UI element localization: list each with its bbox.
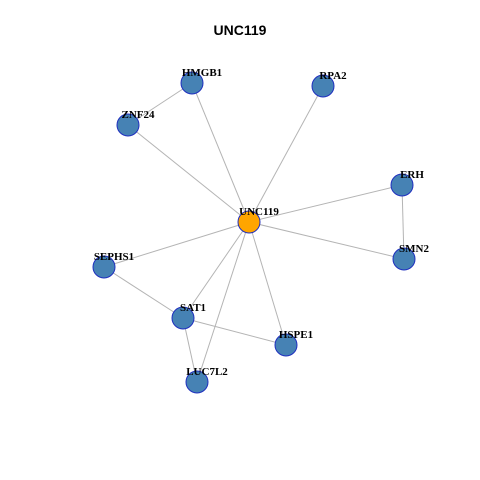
- node-label-rpa2: RPA2: [319, 70, 347, 82]
- node-circle-erh: [390, 173, 414, 197]
- node-rpa2: RPA2: [311, 70, 347, 98]
- edge-unc119-sephs1: [103, 221, 250, 268]
- node-circle-sat1: [171, 306, 195, 330]
- edge-sephs1-sat1: [103, 266, 184, 319]
- node-circle-znf24: [116, 113, 140, 137]
- node-label-hmgb1: HMGB1: [182, 67, 222, 79]
- edge-unc119-luc7l2: [196, 221, 250, 383]
- edge-unc119-znf24: [127, 124, 250, 223]
- edge-unc119-hmgb1: [191, 82, 250, 223]
- node-sat1: SAT1: [171, 302, 206, 330]
- node-label-znf24: ZNF24: [122, 109, 156, 121]
- node-sephs1: SEPHS1: [92, 251, 134, 279]
- edge-unc119-smn2: [248, 221, 405, 260]
- node-circle-hspe1: [274, 333, 298, 357]
- node-hmgb1: HMGB1: [180, 67, 222, 95]
- node-erh: ERH: [390, 169, 424, 197]
- node-label-unc119: UNC119: [239, 206, 279, 218]
- node-circle-luc7l2: [185, 370, 209, 394]
- node-circle-hmgb1: [180, 71, 204, 95]
- edges-layer: [103, 82, 405, 383]
- node-hspe1: HSPE1: [274, 329, 313, 357]
- node-label-hspe1: HSPE1: [279, 329, 313, 341]
- edge-hmgb1-znf24: [127, 82, 193, 126]
- edge-unc119-erh: [248, 184, 403, 223]
- node-luc7l2: LUC7L2: [185, 366, 228, 394]
- edge-unc119-hspe1: [248, 221, 287, 346]
- node-label-erh: ERH: [400, 169, 424, 181]
- node-label-luc7l2: LUC7L2: [186, 366, 228, 378]
- node-label-sat1: SAT1: [180, 302, 206, 314]
- edge-sat1-hspe1: [182, 317, 287, 346]
- node-circle-smn2: [392, 247, 416, 271]
- node-circle-sephs1: [92, 255, 116, 279]
- graph-title: UNC119: [214, 22, 267, 38]
- edge-unc119-rpa2: [248, 85, 324, 223]
- node-circle-unc119: [237, 210, 261, 234]
- node-circle-rpa2: [311, 74, 335, 98]
- node-unc119: UNC119: [237, 206, 279, 234]
- edge-unc119-sat1: [182, 221, 250, 319]
- node-znf24: ZNF24: [116, 109, 156, 137]
- edge-erh-smn2: [401, 184, 405, 260]
- node-label-sephs1: SEPHS1: [94, 251, 134, 263]
- node-smn2: SMN2: [392, 243, 429, 271]
- node-label-smn2: SMN2: [399, 243, 429, 255]
